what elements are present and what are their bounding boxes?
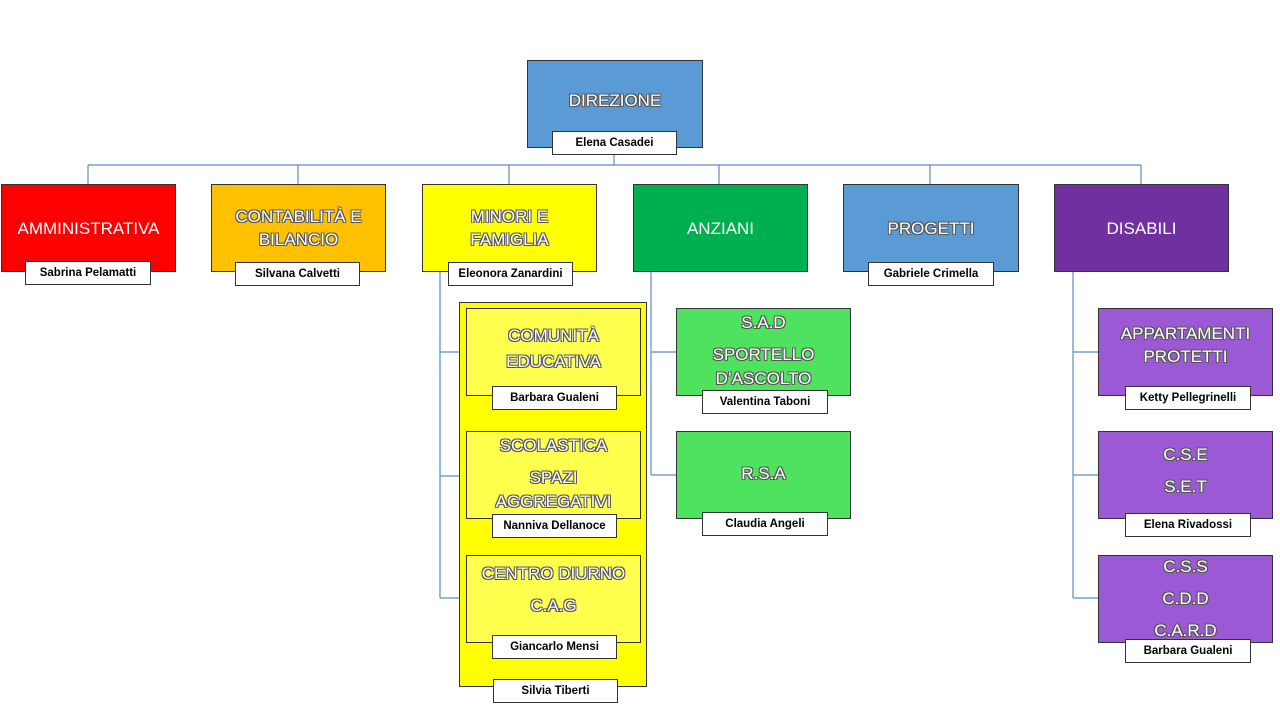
dept-minori-person: Eleonora Zanardini — [448, 262, 573, 286]
disabili-unit-appartamenti-line-1: APPARTAMENTI — [1120, 324, 1251, 343]
disabili-unit-css-line-2: C.D.D — [1162, 589, 1209, 608]
disabili-unit-cse: C.S.E S.E.T — [1098, 431, 1273, 519]
anziani-unit-sad-line-3: D’ASCOLTO — [715, 369, 812, 388]
anziani-unit-sad-line-1: S.A.D — [741, 313, 786, 332]
anziani-unit-rsa-person: Claudia Angeli — [702, 512, 828, 536]
dept-contabilita-line-2: BILANCIO — [258, 230, 339, 249]
disabili-unit-appartamenti-person: Ketty Pellegrinelli — [1125, 386, 1251, 410]
anziani-unit-rsa-line-1: R.S.A — [741, 463, 786, 483]
minori-unit-comunita-person: Barbara Gualeni — [492, 386, 617, 410]
dept-amministrativa: AMMINISTRATIVA — [1, 184, 176, 272]
disabili-unit-css-line-1: C.S.S — [1163, 557, 1208, 576]
dept-progetti: PROGETTI — [843, 184, 1019, 272]
dept-progetti-line-1: PROGETTI — [887, 218, 975, 238]
minori-unit-scolastica-line-1: SCOLASTICA — [499, 436, 608, 455]
dept-contabilita-person: Silvana Calvetti — [235, 262, 360, 286]
disabili-unit-css-person: Barbara Gualeni — [1125, 639, 1251, 663]
dept-anziani: ANZIANI — [633, 184, 808, 272]
disabili-unit-css-line-3: C.A.R.D — [1154, 621, 1217, 640]
dept-contabilita: CONTABILITÀ E BILANCIO — [211, 184, 386, 272]
anziani-unit-sad-line-2: SPORTELLO — [712, 345, 815, 364]
minori-unit-centro-diurno-line-1: CENTRO DIURNO — [481, 564, 626, 583]
minori-unit-scolastica-person: Nanniva Dellanoce — [492, 514, 617, 538]
minori-unit-scolastica-line-2: SPAZI — [529, 468, 578, 487]
dept-amministrativa-person: Sabrina Pelamatti — [25, 261, 151, 285]
dept-anziani-line-1: ANZIANI — [686, 218, 755, 238]
minori-unit-centro-diurno-person: Giancarlo Mensi — [492, 635, 617, 659]
dept-amministrativa-line-1: AMMINISTRATIVA — [17, 218, 160, 238]
anziani-unit-sad-person: Valentina Taboni — [702, 390, 828, 414]
minori-unit-comunita-line-2: EDUCATIVA — [506, 352, 601, 371]
dept-progetti-person: Gabriele Crimella — [868, 262, 994, 286]
disabili-unit-appartamenti: APPARTAMENTI PROTETTI — [1098, 308, 1273, 396]
minori-unit-scolastica: SCOLASTICA SPAZI AGGREGATIVI — [466, 431, 641, 519]
disabili-unit-appartamenti-line-2: PROTETTI — [1143, 347, 1228, 366]
minori-unit-centro-diurno-line-2: C.A.G — [530, 596, 577, 615]
dept-disabili-line-1: DISABILI — [1106, 218, 1177, 238]
anziani-unit-rsa: R.S.A — [676, 431, 851, 519]
minori-unit-comunita: COMUNITÀ EDUCATIVA — [466, 308, 641, 396]
disabili-unit-cse-line-1: C.S.E — [1163, 445, 1208, 464]
disabili-unit-cse-person: Elena Rivadossi — [1125, 513, 1251, 537]
disabili-unit-css: C.S.S C.D.D C.A.R.D — [1098, 555, 1273, 643]
dept-minori-line-2: FAMIGLIA — [470, 230, 549, 249]
minori-unit-centro-diurno: CENTRO DIURNO C.A.G — [466, 555, 641, 643]
dept-disabili: DISABILI — [1054, 184, 1229, 272]
minori-group-person: Silvia Tiberti — [493, 679, 618, 703]
dept-minori-line-1: MINORI E — [470, 207, 549, 226]
dept-minori: MINORI E FAMIGLIA — [422, 184, 597, 272]
direzione-person: Elena Casadei — [552, 131, 677, 155]
minori-unit-comunita-line-1: COMUNITÀ — [508, 326, 599, 345]
disabili-unit-cse-line-2: S.E.T — [1164, 477, 1207, 496]
dept-contabilita-line-1: CONTABILITÀ E — [235, 207, 362, 226]
minori-unit-scolastica-line-3: AGGREGATIVI — [495, 492, 612, 511]
anziani-unit-sad: S.A.D SPORTELLO D’ASCOLTO — [676, 308, 851, 396]
direzione-title: DIREZIONE — [568, 90, 662, 110]
